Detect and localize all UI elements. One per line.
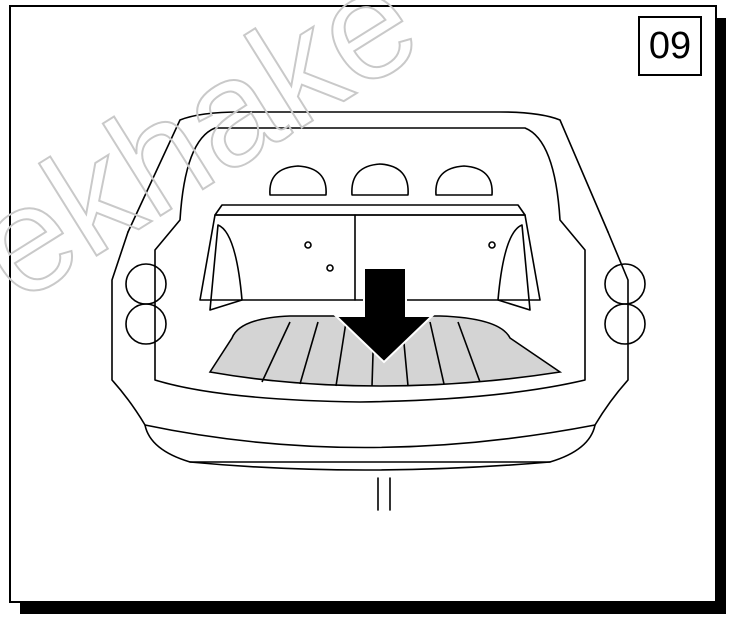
headrest-center <box>351 163 409 196</box>
bumper-top <box>144 424 596 449</box>
mat-rib <box>335 321 347 387</box>
mat-rib <box>261 321 291 383</box>
bumper-bottom <box>189 461 551 471</box>
side-trim-left <box>209 224 243 311</box>
mat-rib <box>299 321 319 385</box>
tailgate-opening <box>154 127 586 403</box>
headrest-left <box>269 165 327 196</box>
headrest-right <box>435 165 493 196</box>
body-outline <box>111 231 629 463</box>
parcel-shelf <box>214 204 526 216</box>
taillight-lower-right <box>604 303 646 345</box>
side-trim-right <box>497 224 531 311</box>
anchor-point <box>488 241 496 249</box>
anchor-point <box>326 264 334 272</box>
step-number-label: 09 <box>638 16 702 76</box>
mat-rib <box>457 321 481 383</box>
down-arrow-icon <box>333 267 435 364</box>
mat-rib <box>429 321 445 385</box>
roof-line <box>127 111 609 233</box>
taillight-lower-left <box>125 303 167 345</box>
floor-mat-ribs <box>261 321 481 387</box>
anchor-point <box>304 241 312 249</box>
car-rear-illustration <box>111 111 646 511</box>
